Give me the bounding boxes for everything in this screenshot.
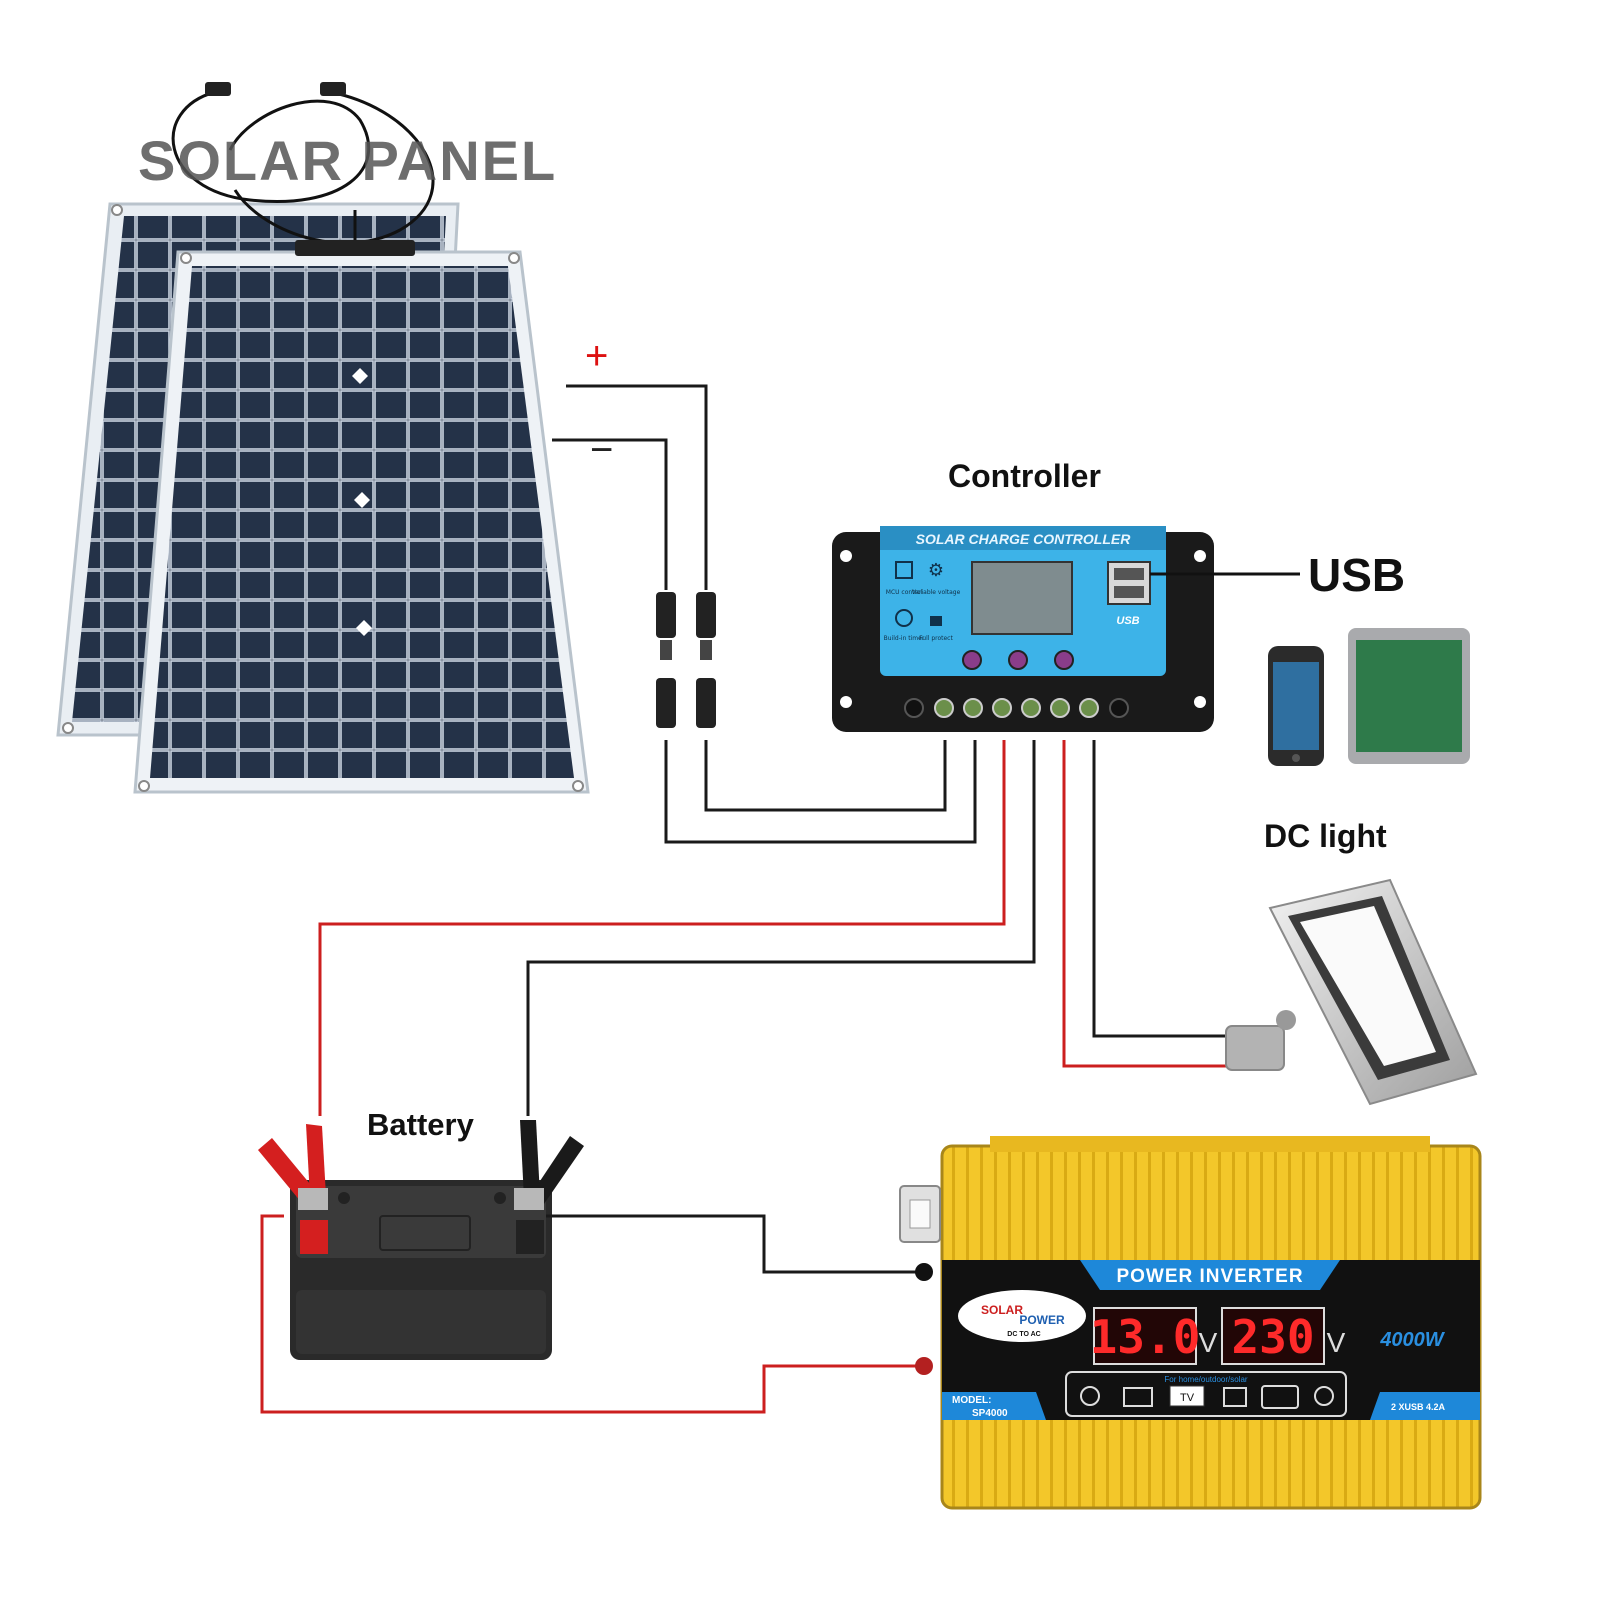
icon-caption-protect: Full protect: [919, 635, 953, 642]
usage-text: For home/outdoor/solar: [1164, 1375, 1247, 1384]
monitor-icon: [1223, 1387, 1247, 1407]
negative-label: −: [590, 428, 614, 472]
dc-light-label: DC light: [1264, 818, 1387, 854]
controller-usb-badge: USB: [1116, 615, 1139, 627]
icon-caption-voltage: Variable voltage: [912, 589, 961, 596]
mcu-icon: [895, 561, 913, 579]
laptop-icon: [1123, 1387, 1153, 1407]
solar-panels: [56, 82, 590, 794]
controller-label: Controller: [948, 458, 1101, 494]
controller-button[interactable]: [962, 650, 982, 670]
fan-icon: [1314, 1386, 1334, 1406]
lock-icon: [930, 616, 942, 626]
dc-light: [1225, 878, 1478, 1106]
phone-device: [1268, 646, 1324, 766]
timer-icon: [895, 609, 913, 627]
controller-title: SOLAR CHARGE CONTROLLER: [916, 531, 1132, 547]
output-voltage: 230: [1231, 1310, 1314, 1364]
charge-controller: SOLAR CHARGE CONTROLLER USB ⚙ MCU contro…: [832, 526, 1214, 732]
positive-terminal: [915, 1357, 933, 1375]
input-voltage: 13.0: [1090, 1310, 1201, 1364]
mc4-connectors: [656, 592, 716, 728]
panel-wires: [552, 384, 977, 844]
red-clamp: [258, 1124, 328, 1210]
tv-icon: [1169, 1385, 1205, 1407]
output-voltage-unit: V: [1327, 1327, 1346, 1358]
input-voltage-display: [1093, 1307, 1197, 1365]
brand-sub: DC TO AC: [1007, 1331, 1040, 1338]
positive-label: +: [585, 334, 609, 378]
tv-label: TV: [1180, 1392, 1195, 1404]
battery-wires: [318, 740, 1036, 1116]
brand-bottom: POWER: [1019, 1313, 1065, 1327]
input-voltage-unit: V: [1199, 1327, 1218, 1358]
lamp-icon: [1080, 1386, 1100, 1406]
inverter-power: 4000W: [1379, 1329, 1445, 1351]
load-wires: [1062, 740, 1230, 1068]
usb-info: 2 XUSB 4.2A: [1391, 1402, 1446, 1412]
power-inverter: POWER INVERTER SOLAR POWER DC TO AC 13.0…: [899, 1136, 1482, 1510]
negative-terminal: [915, 1263, 933, 1281]
battery-label: Battery: [367, 1107, 474, 1142]
output-voltage-display: [1221, 1307, 1325, 1365]
usb-label: USB: [1308, 549, 1406, 601]
solar-panel-label: SOLAR PANEL: [138, 129, 558, 192]
camera-icon: [1261, 1385, 1299, 1409]
inverter-title: POWER INVERTER: [1116, 1266, 1303, 1287]
controller-button[interactable]: [1008, 650, 1028, 670]
model-value: SP4000: [972, 1408, 1008, 1419]
battery: [290, 1180, 552, 1360]
icon-caption-mcu: MCU control: [886, 589, 923, 596]
brand-top: SOLAR: [981, 1303, 1023, 1317]
controller-button[interactable]: [1054, 650, 1074, 670]
gear-icon: ⚙: [928, 560, 944, 581]
icon-caption-timer: Build-in timer: [884, 635, 925, 642]
tablet-device: [1348, 628, 1470, 764]
black-clamp: [514, 1120, 584, 1210]
model-label: MODEL:: [952, 1395, 991, 1406]
inverter-wires: [260, 1214, 922, 1414]
